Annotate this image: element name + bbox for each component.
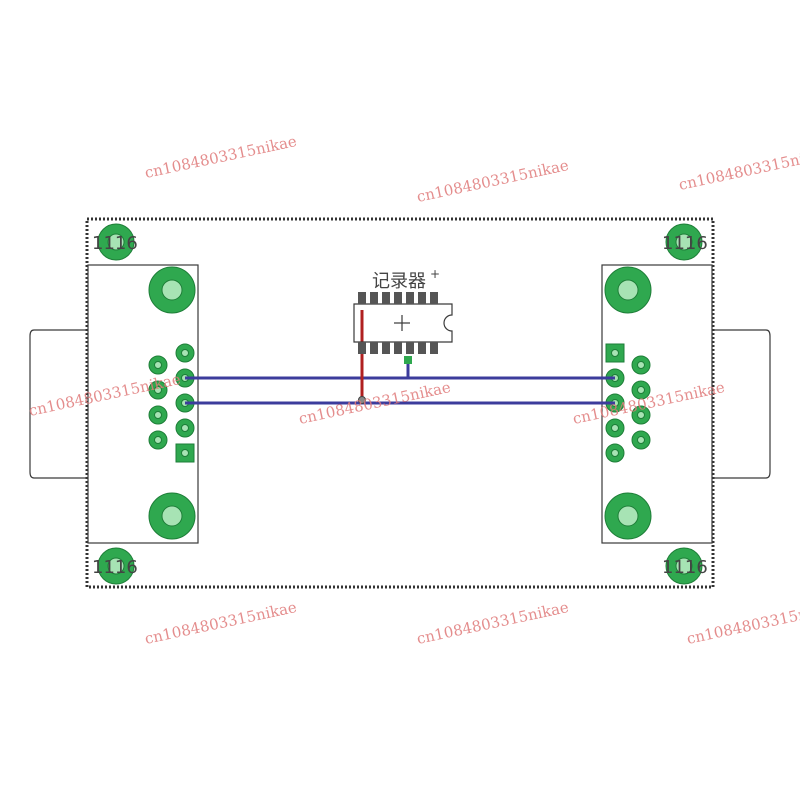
left-flange-hole-top	[148, 266, 196, 314]
ic-plus-mark: +	[430, 267, 440, 281]
ic-label: 记录器	[372, 271, 426, 292]
watermark: cn1084803315nikae	[143, 132, 298, 182]
watermark: cn1084803315nikae	[415, 156, 570, 206]
mount-hole-top-left: 1116	[92, 223, 138, 261]
ic-pads-bottom	[358, 342, 438, 354]
mount-hole-label: 1116	[92, 557, 138, 578]
mount-hole-top-right: 1116	[662, 223, 708, 261]
watermark: cn1084803315nikae	[143, 598, 298, 648]
via-pad	[404, 356, 412, 364]
ic-pads-top	[358, 292, 438, 304]
ic-footprint: 记录器 +	[353, 267, 453, 354]
board-outline	[85, 217, 715, 589]
mount-hole-bottom-left: 1116	[92, 547, 138, 585]
left-connector-shell	[29, 329, 86, 479]
mount-hole-label: 1116	[662, 233, 708, 254]
watermark: cn1084803315nikae	[415, 598, 570, 648]
watermark: cn1084803315nil	[685, 603, 800, 648]
via	[358, 396, 366, 404]
mount-hole-bottom-right: 1116	[662, 547, 708, 585]
right-flange-hole-bottom	[604, 492, 652, 540]
left-flange-hole-bottom	[148, 492, 196, 540]
watermark: cn1084803315nil	[677, 149, 800, 194]
mount-hole-label: 1116	[662, 557, 708, 578]
right-flange-hole-top	[604, 266, 652, 314]
mount-hole-label: 1116	[92, 233, 138, 254]
right-connector-pins	[605, 343, 651, 463]
right-connector-shell	[714, 329, 771, 479]
